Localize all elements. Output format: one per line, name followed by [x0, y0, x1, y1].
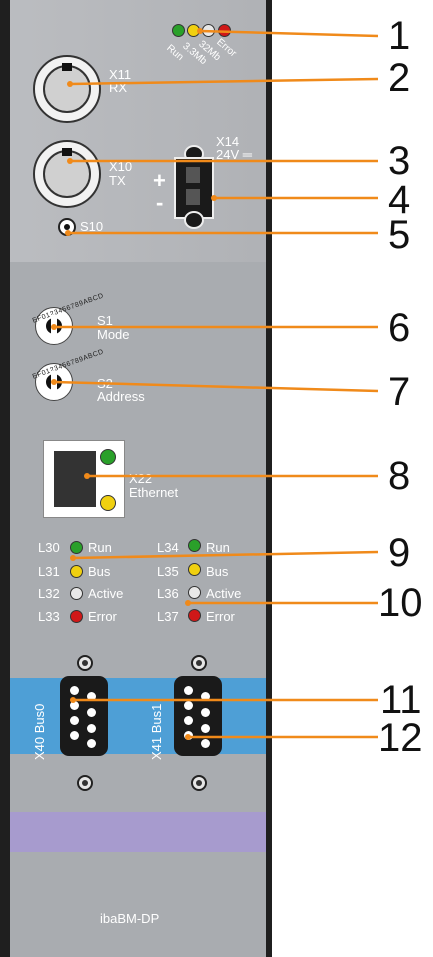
- l33-label: Error: [88, 609, 117, 624]
- l32-label: Active: [88, 586, 124, 601]
- callout-number-9: 9: [388, 531, 411, 575]
- callout-number-8: 8: [388, 454, 411, 498]
- l36-led: [188, 586, 201, 599]
- l36-id: L36: [157, 586, 179, 601]
- callout-number-10: 10: [378, 581, 423, 625]
- callout-line-9: [72, 550, 379, 560]
- x22-sub-label: Ethernet: [129, 485, 179, 500]
- callout-dot-10: [185, 600, 191, 606]
- model-name: ibaBM-DP: [100, 911, 160, 926]
- callout-number-11: 11: [380, 678, 422, 722]
- callout-dot-12: [185, 734, 191, 740]
- callout-number-7: 7: [388, 370, 411, 414]
- x10-tx-connector[interactable]: [33, 140, 101, 208]
- callout-number-2: 2: [388, 56, 411, 100]
- callout-number-3: 3: [388, 139, 411, 183]
- upper-section: [10, 0, 266, 262]
- s1-sub-label: Mode: [97, 327, 130, 342]
- x22-led-activity: [100, 495, 116, 511]
- led-run: [172, 24, 185, 37]
- l35-led: [188, 563, 201, 576]
- s1-label: S1: [97, 313, 113, 328]
- callout-dot-8: [84, 473, 90, 479]
- callout-dot-2: [67, 81, 73, 87]
- x14-minus: -: [156, 190, 164, 215]
- x40-dsub-connector[interactable]: [60, 676, 108, 756]
- callout-dot-5: [65, 230, 71, 236]
- callout-dot-11: [70, 697, 76, 703]
- x10-sub-label: TX: [109, 173, 126, 188]
- callout-number-1: 1: [388, 14, 411, 58]
- s10-label: S10: [80, 219, 104, 234]
- l34-label: Run: [206, 540, 230, 555]
- callout-dot-7: [51, 379, 57, 385]
- callout-number-6: 6: [388, 306, 411, 350]
- callout-line-7: [53, 380, 379, 393]
- x10-label: X10: [109, 159, 133, 174]
- callout-number-12: 12: [378, 716, 423, 760]
- callout-number-4: 4: [388, 178, 411, 222]
- callout-dot-1: [197, 28, 203, 34]
- callout-number-5: 5: [388, 213, 411, 257]
- l36-label: Active: [206, 586, 242, 601]
- callout-dot-9: [70, 555, 76, 561]
- x40-screw-top: [77, 655, 93, 671]
- bus-connector-area: [10, 678, 266, 754]
- l35-id: L35: [157, 564, 179, 579]
- x14-label: X14: [216, 134, 240, 149]
- l30-label: Run: [88, 540, 112, 555]
- l33-id: L33: [38, 609, 60, 624]
- l31-label: Bus: [88, 564, 111, 579]
- label-strip: [10, 812, 266, 852]
- x22-ethernet-port[interactable]: [43, 440, 125, 518]
- x14-voltage: 24V ═: [216, 147, 252, 162]
- l30-led: [70, 541, 83, 554]
- l37-led: [188, 609, 201, 622]
- l31-id: L31: [38, 564, 60, 579]
- x11-label: X11: [109, 67, 132, 82]
- l31-led: [70, 565, 83, 578]
- l33-led: [70, 610, 83, 623]
- x14-plus: +: [153, 168, 166, 193]
- x22-led-link: [100, 449, 116, 465]
- callout-line-1: [199, 29, 379, 38]
- l32-led: [70, 587, 83, 600]
- s2-sub-label: Address: [97, 389, 145, 404]
- callout-dot-6: [51, 324, 57, 330]
- x41-screw-bottom: [191, 775, 207, 791]
- l37-label: Error: [206, 609, 235, 624]
- l30-id: L30: [38, 540, 60, 555]
- x41-screw-top: [191, 655, 207, 671]
- callout-dot-4: [211, 195, 217, 201]
- l35-label: Bus: [206, 564, 229, 579]
- x40-screw-bottom: [77, 775, 93, 791]
- l32-id: L32: [38, 586, 60, 601]
- callout-dot-3: [67, 158, 73, 164]
- callout-line-2: [69, 77, 379, 86]
- x14-power-connector[interactable]: [172, 145, 214, 229]
- l37-id: L37: [157, 609, 179, 624]
- x11-rx-connector[interactable]: [33, 55, 101, 123]
- l34-id: L34: [157, 540, 179, 555]
- l34-led: [188, 539, 201, 552]
